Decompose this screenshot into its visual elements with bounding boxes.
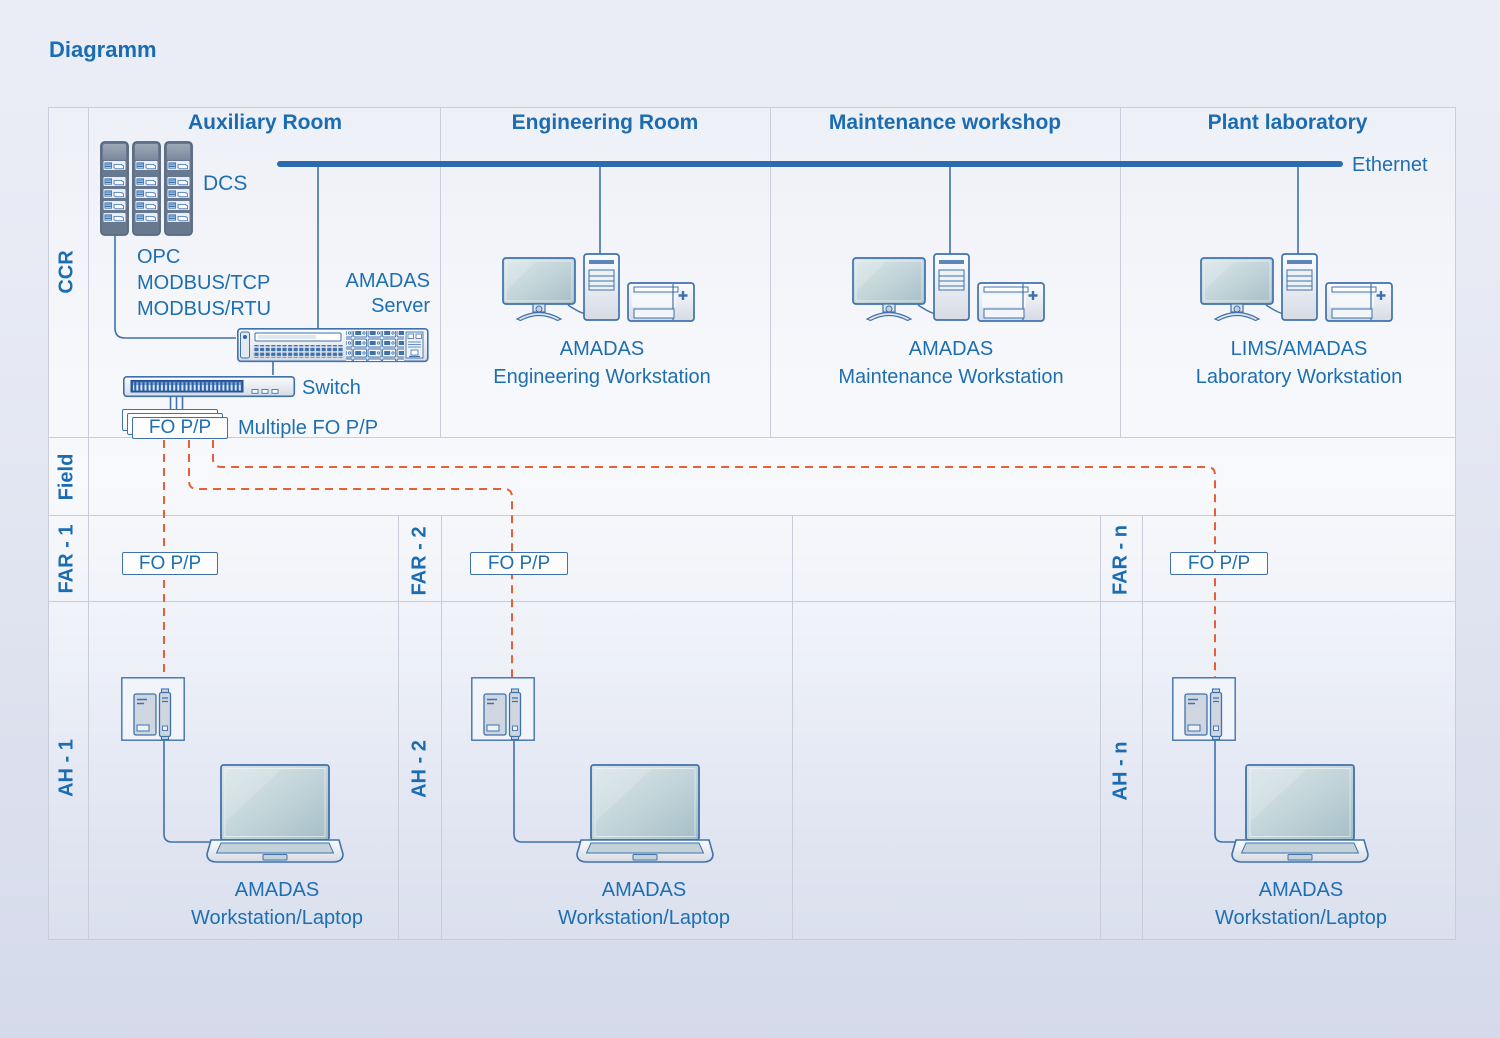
fiber-link-farn [212, 440, 1216, 677]
laptop-icon-ahn [1231, 764, 1369, 863]
io-device-icon-ah2 [470, 676, 536, 742]
grid-line [48, 601, 1456, 602]
device-to-laptop-link-ahn [1214, 741, 1240, 843]
laboratory-workstation-icon [1199, 252, 1394, 323]
grid-line [1455, 107, 1456, 940]
dcs-rack-icon [101, 142, 192, 235]
page-title: Diagramm [49, 37, 157, 62]
fopp-box-farn: FO P/P [1170, 552, 1268, 575]
grid-line [440, 107, 441, 438]
device-to-laptop-link-ah1 [163, 741, 212, 843]
fiber-link-far2 [188, 440, 513, 677]
grid-line [88, 107, 89, 940]
grid-line [398, 515, 399, 939]
dcs-to-server-link [114, 236, 236, 339]
grid-line [1120, 107, 1121, 438]
grid-line [48, 107, 1456, 108]
device-to-laptop-link-ah2 [513, 741, 582, 843]
grid-line [441, 515, 442, 939]
grid-line [1100, 515, 1101, 939]
fiber-optic-links [163, 440, 1216, 677]
fopp-farn-label: FO P/P [1187, 552, 1251, 574]
switch-to-fopp-links [169, 397, 184, 410]
laptop-icon-ah1 [206, 764, 344, 863]
io-device-icon-ah1 [121, 676, 185, 742]
io-device-icon-ahn [1172, 676, 1236, 742]
fopp-stack-label: FO P/P [148, 417, 212, 438]
grid-line [1142, 515, 1143, 939]
grid-line [48, 107, 49, 940]
laptop-icon-ah2 [576, 764, 714, 863]
grid-line [48, 437, 1456, 438]
fopp-far2-label: FO P/P [487, 552, 551, 574]
fopp-box-far1: FO P/P [122, 552, 218, 575]
engineering-workstation-icon [501, 252, 696, 323]
switch-icon [123, 375, 296, 398]
grid-line [48, 939, 1456, 940]
fopp-far1-label: FO P/P [138, 552, 202, 574]
grid-line [48, 515, 1456, 516]
grid-line [770, 107, 771, 438]
fopp-box-far2: FO P/P [470, 552, 568, 575]
amadas-server-icon [237, 327, 429, 363]
grid-line [792, 515, 793, 939]
network-links [114, 166, 1299, 843]
maintenance-workstation-icon [851, 252, 1046, 323]
fopp-stack-front: FO P/P [132, 417, 228, 439]
